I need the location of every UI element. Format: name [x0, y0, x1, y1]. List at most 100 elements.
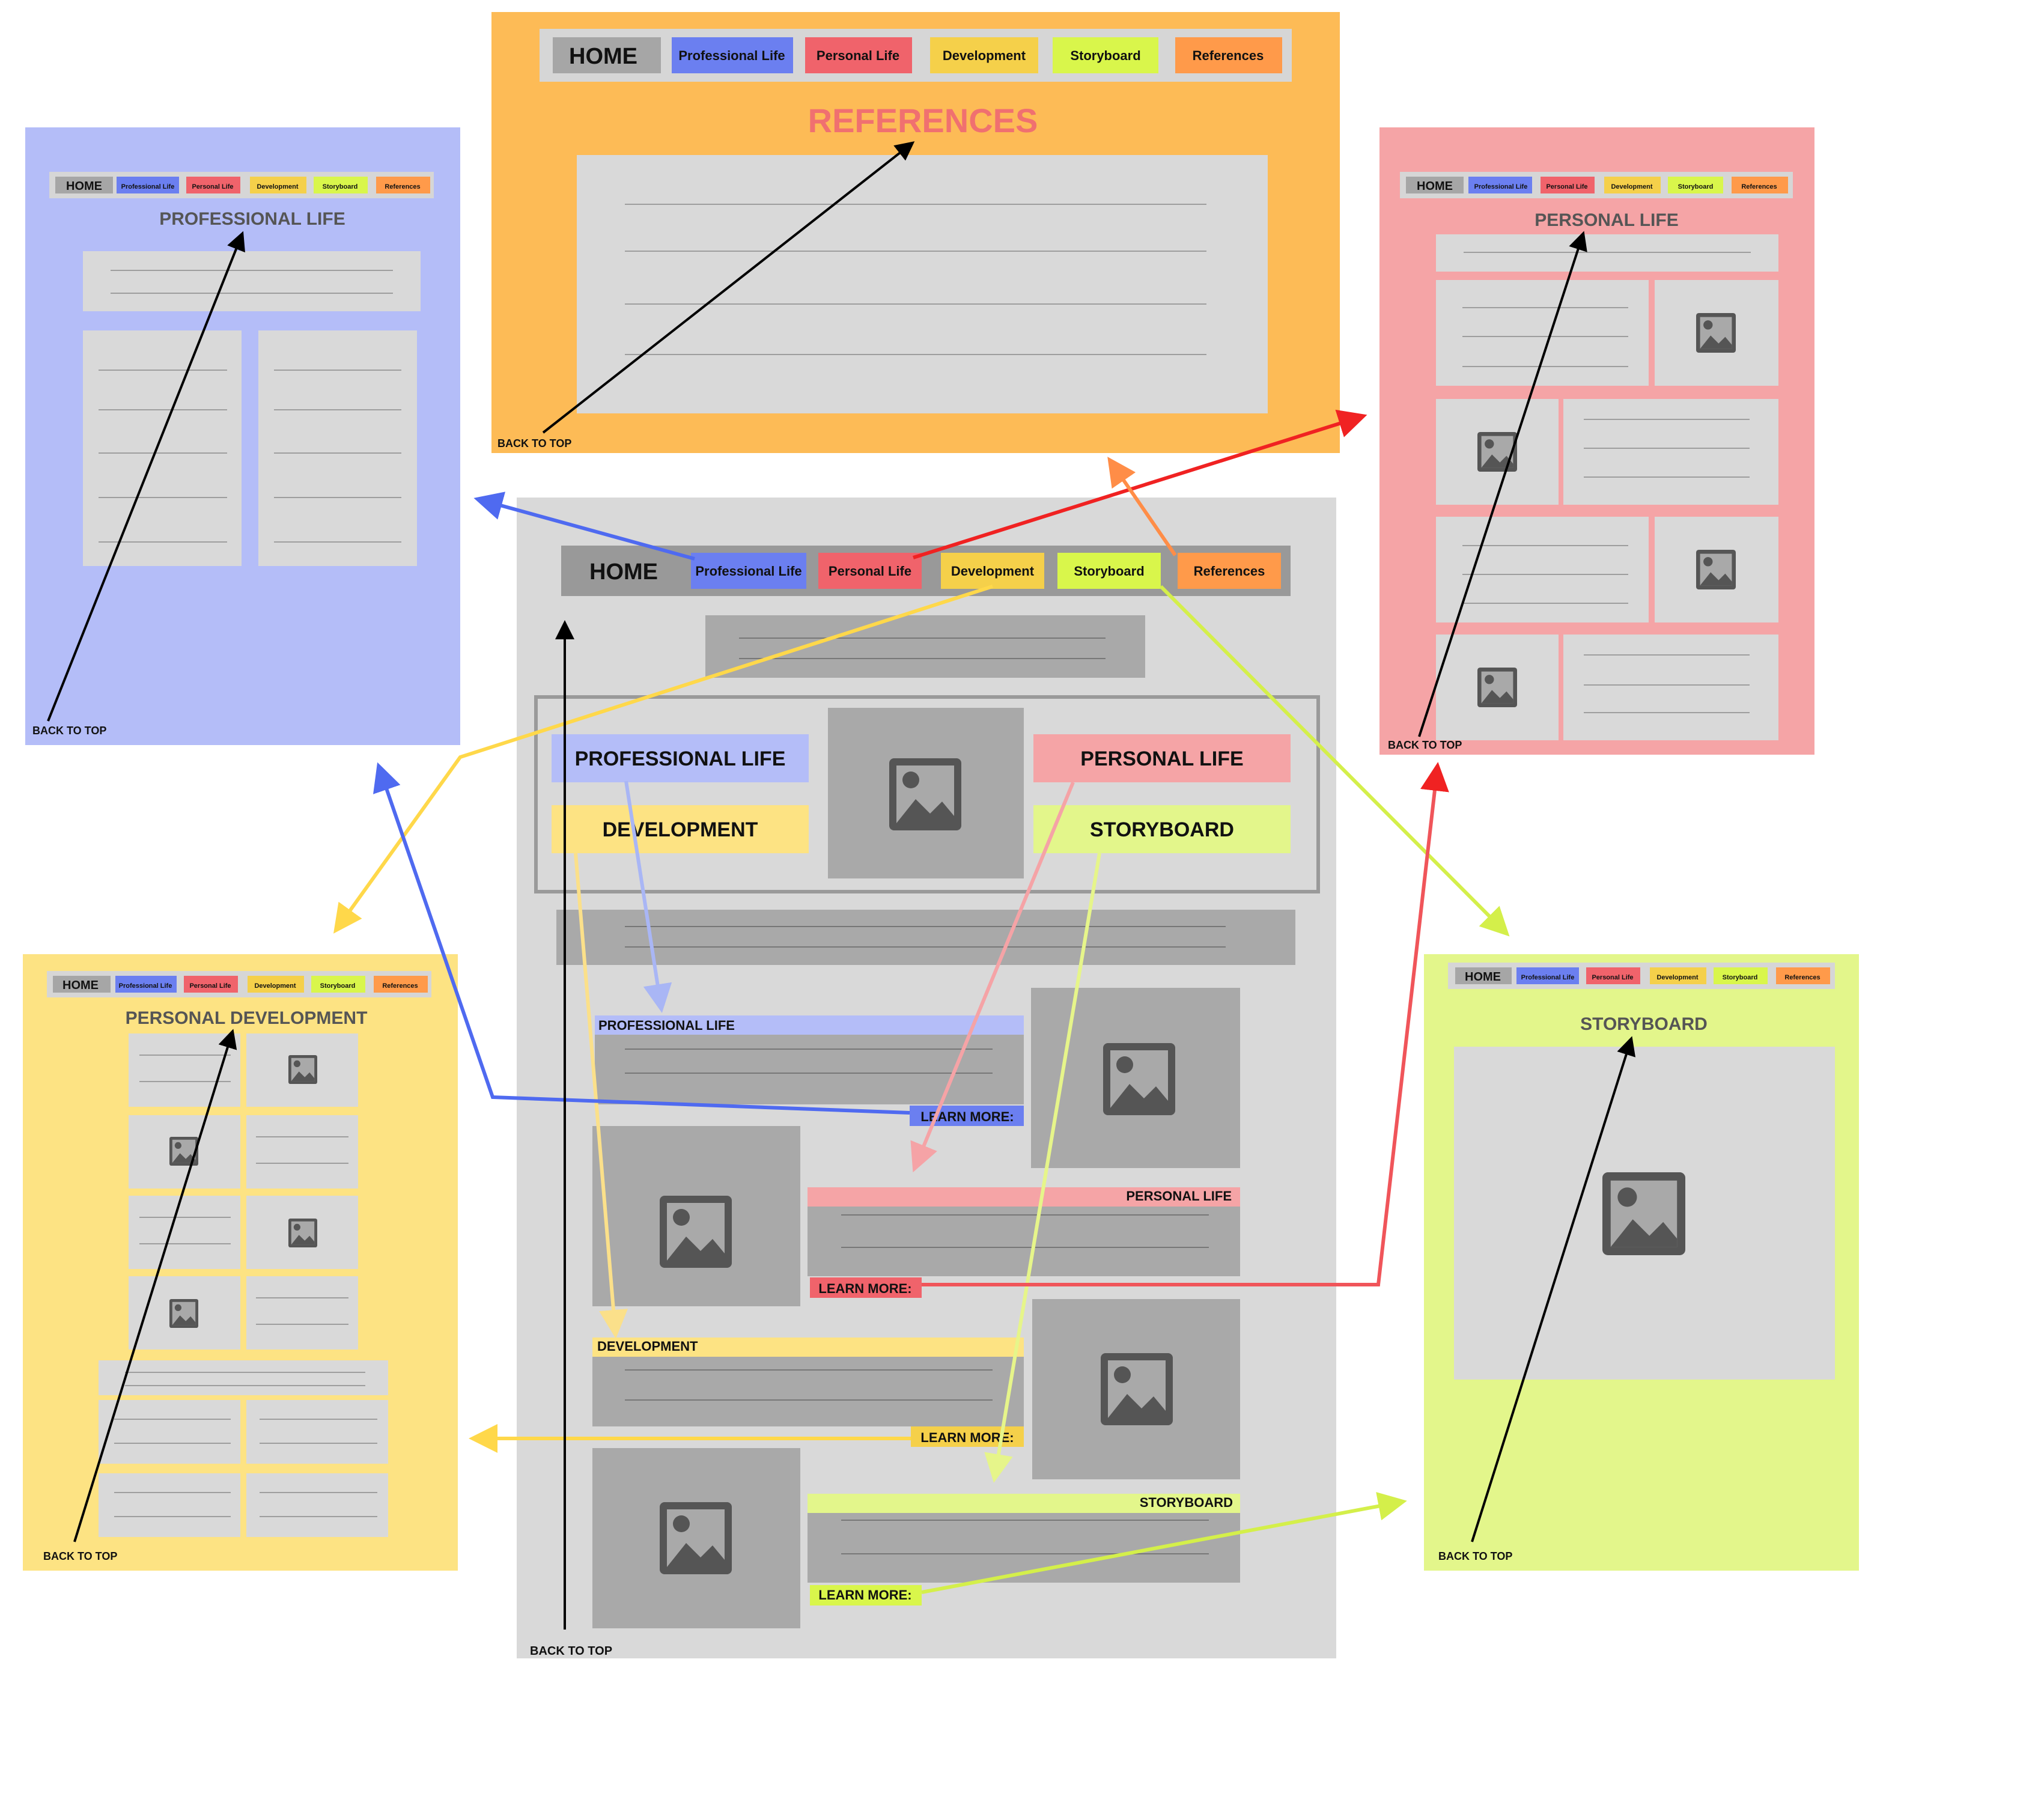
learn-more-personal-label: LEARN MORE:: [818, 1281, 911, 1296]
home-nav-professional-button[interactable]: [691, 553, 806, 589]
image-icon: [660, 1502, 732, 1574]
home-nav-personal-button[interactable]: [818, 553, 922, 589]
professional-nav-home[interactable]: HOME: [66, 180, 102, 193]
references-back-to-top[interactable]: BACK TO TOP: [497, 437, 571, 449]
development-nav-professional[interactable]: Professional Life: [119, 982, 172, 990]
references-nav-professional[interactable]: Professional Life: [678, 48, 785, 63]
nav-professional-arrow: [473, 492, 695, 561]
feature-development-button[interactable]: [552, 805, 809, 853]
home-nav-development-button[interactable]: [941, 553, 1044, 589]
references-page-title: REFERENCES: [808, 102, 1038, 139]
professional-page-title: PROFESSIONAL LIFE: [159, 209, 345, 229]
home-nav-home[interactable]: HOME: [589, 559, 658, 585]
personal-nav-bar: HOME Professional Life Personal Life Dev…: [1400, 172, 1793, 198]
home-wide-textbox: [556, 910, 1295, 965]
image-icon: [1101, 1353, 1173, 1425]
image-icon: [1477, 668, 1517, 707]
feature-professional-label: PROFESSIONAL LIFE: [575, 747, 786, 770]
image-icon: [288, 1055, 317, 1084]
home-nav-storyboard-label: Storyboard: [1074, 564, 1144, 579]
image-icon: [169, 1137, 198, 1166]
personal-back-to-top-arrow: [1418, 231, 1587, 737]
personal-nav-storyboard[interactable]: Storyboard: [1678, 183, 1714, 190]
references-nav-home[interactable]: HOME: [569, 44, 637, 69]
home-page-mockup: HOME Professional Life Personal Life Dev…: [517, 498, 1336, 1658]
learn-more-development-button[interactable]: [911, 1426, 1024, 1447]
learn-more-professional-button[interactable]: [910, 1106, 1024, 1126]
nav-development-arrow: [333, 585, 993, 934]
image-icon: [1103, 1043, 1175, 1115]
personal-nav-professional[interactable]: Professional Life: [1474, 183, 1528, 190]
nav-personal-arrow: [913, 409, 1367, 559]
development-nav-references[interactable]: References: [382, 982, 418, 990]
development-page-title: PERSONAL DEVELOPMENT: [126, 1008, 368, 1028]
storyboard-nav-development[interactable]: Development: [1656, 974, 1698, 981]
storyboard-back-to-top-arrow: [1471, 1036, 1636, 1542]
nav-references-arrow: [1107, 457, 1177, 556]
professional-nav-bar: HOME Professional Life Personal Life Dev…: [49, 172, 434, 198]
image-icon: [660, 1196, 732, 1268]
storyboard-nav-storyboard[interactable]: Storyboard: [1723, 974, 1758, 981]
professional-nav-professional[interactable]: Professional Life: [121, 183, 175, 190]
storyboard-page: HOME Professional Life Personal Life Dev…: [1424, 954, 1859, 1571]
storyboard-page-title: STORYBOARD: [1580, 1014, 1708, 1034]
professional-nav-storyboard[interactable]: Storyboard: [323, 183, 358, 190]
learn-more-storyboard-button[interactable]: [810, 1585, 922, 1605]
home-nav-development-label: Development: [951, 564, 1035, 579]
home-nav-professional-label: Professional Life: [695, 564, 801, 579]
image-icon: [1602, 1172, 1685, 1255]
image-icon: [889, 758, 961, 830]
professional-nav-references[interactable]: References: [385, 183, 420, 190]
storyboard-nav-bar: HOME Professional Life Personal Life Dev…: [1448, 963, 1835, 989]
learn-more-development-label: LEARN MORE:: [920, 1430, 1014, 1445]
development-nav-storyboard[interactable]: Storyboard: [320, 982, 356, 990]
section-storyboard-heading: STORYBOARD: [1140, 1495, 1233, 1510]
learn-more-storyboard-label: LEARN MORE:: [818, 1587, 911, 1602]
personal-back-to-top[interactable]: BACK TO TOP: [1388, 739, 1462, 751]
storyboard-nav-home[interactable]: HOME: [1465, 970, 1501, 984]
connector-arrows: [47, 141, 1636, 1630]
references-nav-development[interactable]: Development: [943, 48, 1026, 63]
personal-nav-references[interactable]: References: [1741, 183, 1777, 190]
home-back-to-top[interactable]: BACK TO TOP: [530, 1645, 612, 1658]
storyboard-nav-personal[interactable]: Personal Life: [1592, 974, 1633, 981]
professional-nav-personal[interactable]: Personal Life: [192, 183, 233, 190]
professional-life-page: HOME Professional Life Personal Life Dev…: [25, 127, 460, 745]
development-nav-personal[interactable]: Personal Life: [189, 982, 231, 990]
personal-nav-personal[interactable]: Personal Life: [1546, 183, 1587, 190]
image-icon: [169, 1299, 198, 1328]
development-back-to-top[interactable]: BACK TO TOP: [43, 1550, 117, 1562]
development-nav-home[interactable]: HOME: [62, 979, 99, 992]
image-icon: [1696, 550, 1736, 589]
professional-nav-development[interactable]: Development: [257, 183, 298, 190]
development-nav-development[interactable]: Development: [254, 982, 296, 990]
feature-personal-label: PERSONAL LIFE: [1080, 747, 1243, 770]
home-nav-references-button[interactable]: [1178, 553, 1281, 589]
feature-storyboard-arrow: [984, 853, 1101, 1483]
learn-more-personal-button[interactable]: [810, 1277, 922, 1298]
professional-back-to-top[interactable]: BACK TO TOP: [32, 725, 106, 737]
references-nav-storyboard[interactable]: Storyboard: [1070, 48, 1140, 63]
feature-development-arrow: [574, 853, 628, 1339]
learn-more-professional-arrow: [373, 762, 910, 1115]
section-development-heading: DEVELOPMENT: [597, 1339, 698, 1354]
feature-storyboard-button[interactable]: [1033, 805, 1291, 853]
feature-personal-button[interactable]: [1033, 734, 1291, 782]
section-professional-heading: PROFESSIONAL LIFE: [598, 1018, 735, 1033]
learn-more-personal-arrow: [922, 762, 1449, 1286]
feature-professional-button[interactable]: [552, 734, 809, 782]
storyboard-nav-professional[interactable]: Professional Life: [1521, 974, 1575, 981]
personal-nav-development[interactable]: Development: [1611, 183, 1652, 190]
feature-personal-arrow: [910, 781, 1075, 1173]
references-page: HOME Professional Life Personal Life Dev…: [491, 12, 1340, 453]
personal-nav-home[interactable]: HOME: [1417, 180, 1453, 193]
home-nav-storyboard-button[interactable]: [1057, 553, 1161, 589]
professional-back-to-top-arrow: [47, 231, 245, 722]
references-nav-references[interactable]: References: [1193, 48, 1264, 63]
development-page: HOME Professional Life Personal Life Dev…: [23, 954, 458, 1571]
references-back-to-top-arrow: [542, 141, 915, 434]
home-nav-references-label: References: [1194, 564, 1265, 579]
references-nav-personal[interactable]: Personal Life: [817, 48, 899, 63]
storyboard-nav-references[interactable]: References: [1784, 974, 1820, 981]
storyboard-back-to-top[interactable]: BACK TO TOP: [1438, 1550, 1512, 1562]
